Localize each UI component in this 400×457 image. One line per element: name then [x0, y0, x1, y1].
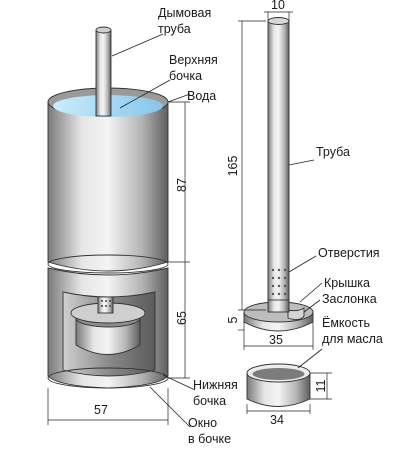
plate-width-dim: 35	[269, 333, 283, 347]
left-leaders	[111, 33, 196, 428]
water-label: Вода	[187, 89, 216, 103]
pipe-diameter-dim: 10	[271, 0, 285, 12]
upper-barrel-label: Верхняя бочка	[169, 53, 221, 83]
smoke-pipe	[95, 29, 112, 117]
burner-pipe	[267, 20, 290, 311]
oil-container	[246, 363, 311, 407]
inner-holes	[101, 300, 111, 307]
right-leaders	[288, 159, 323, 369]
lid-label: Крышка	[324, 276, 370, 290]
pipe-holes	[271, 268, 287, 296]
pipe-label: Труба	[316, 145, 350, 159]
holes-label: Отверстия	[318, 246, 380, 260]
burner-pipe-top	[267, 17, 290, 25]
pipe-length-dim: 165	[226, 156, 240, 177]
window-label: Окно в бочке	[188, 416, 231, 446]
pipe-assembly	[243, 17, 314, 332]
stove-assembly	[47, 26, 169, 389]
barrel-width-dim: 57	[94, 403, 108, 417]
left-dimensions	[47, 101, 190, 425]
container-width-dim: 34	[270, 413, 284, 427]
plate-height-dim: 5	[226, 316, 240, 323]
damper	[287, 307, 305, 321]
container-height-dim: 11	[314, 379, 328, 392]
lower-barrel-label: Нижняя бочка	[193, 378, 241, 408]
oil-container-label: Ёмкость для масла	[322, 316, 383, 346]
pipe-bottom-stub	[267, 299, 290, 313]
lower-height-dim: 65	[175, 311, 189, 325]
lower-barrel	[47, 267, 169, 389]
inner-pipe-stub	[97, 295, 114, 314]
upper-height-dim: 87	[175, 178, 189, 192]
right-dimensions	[238, 11, 332, 414]
barrel-seam	[47, 254, 169, 274]
upper-barrel	[47, 101, 169, 272]
smoke-pipe-top	[95, 26, 112, 34]
smoke-pipe-label: Дымовая труба	[158, 6, 215, 36]
damper-label: Заслонка	[322, 292, 377, 306]
